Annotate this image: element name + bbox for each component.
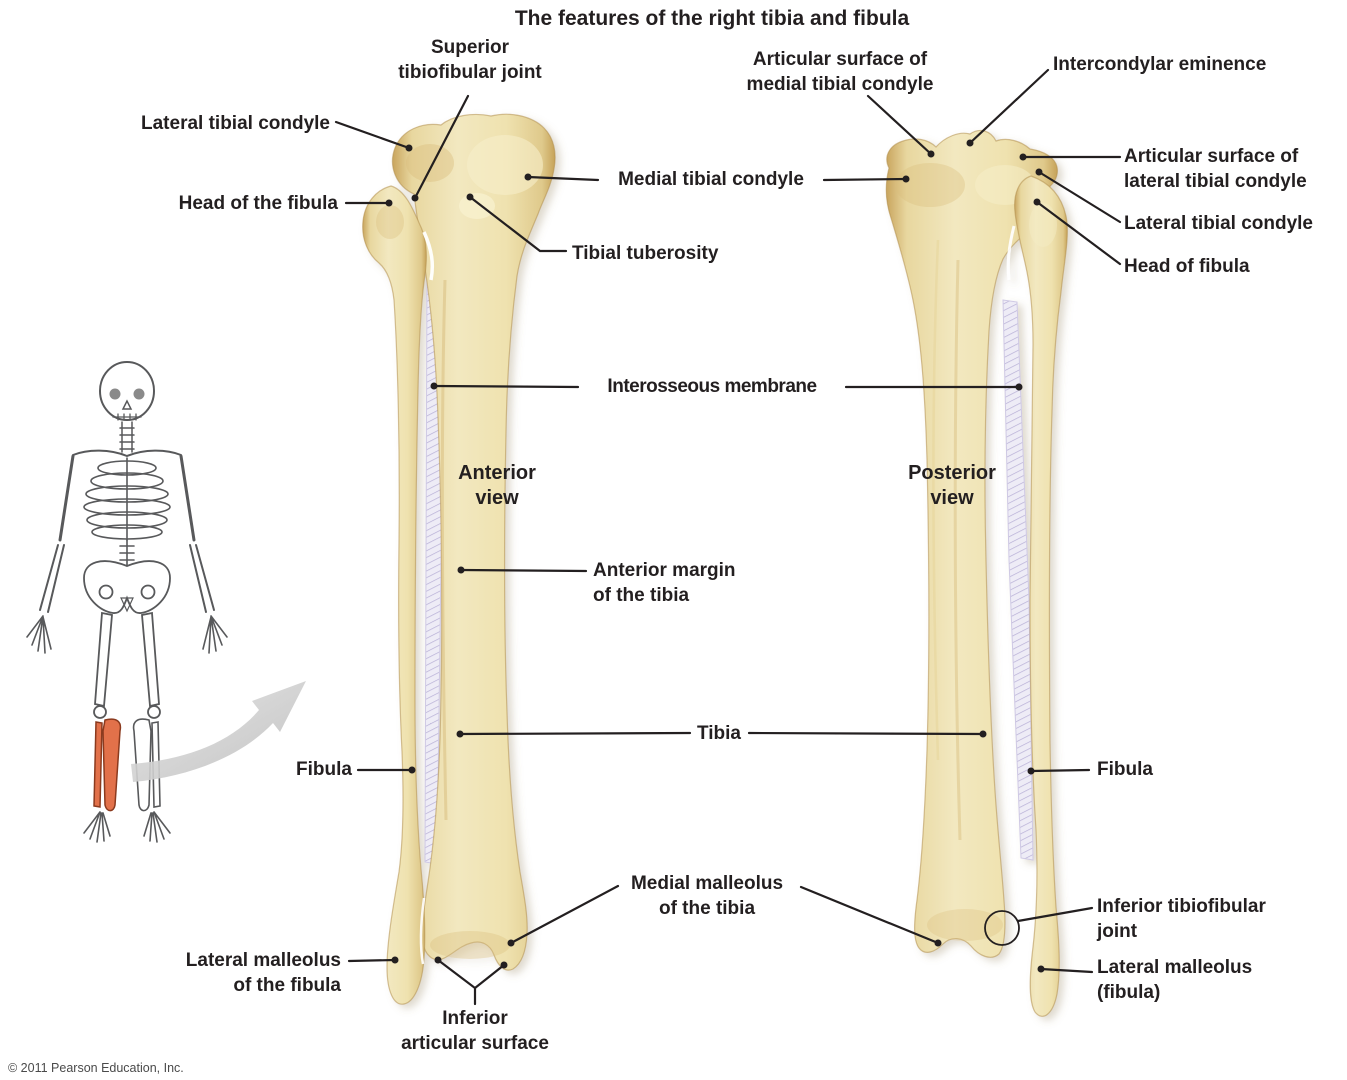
label-articular-surface-medial: Articular surface of medial tibial condy… — [746, 49, 934, 95]
skeleton-pelvis — [83, 560, 171, 614]
skeleton-spine — [119, 539, 135, 567]
figure-title: The features of the right tibia and fibu… — [514, 7, 910, 30]
label-superior-tibiofibular-joint: Superior tibiofibular joint — [398, 37, 542, 83]
label-lateral-malleolus-left: Lateral malleolus of the fibula — [185, 950, 341, 996]
label-medial-malleolus: Medial malleolus of the tibia — [630, 873, 784, 919]
label-interosseous-membrane: Interosseous membrane — [607, 376, 817, 397]
label-fibula-left: Fibula — [296, 759, 352, 780]
joint-gap-highlight-posterior — [1006, 225, 1016, 281]
skeleton-arms — [26, 454, 228, 654]
label-head-of-the-fibula: Head of the fibula — [178, 193, 338, 214]
label-lateral-tibial-condyle-left: Lateral tibial condyle — [141, 113, 330, 134]
label-lateral-malleolus-right: Lateral malleolus (fibula) — [1097, 957, 1253, 1003]
interosseous-membrane-posterior — [1002, 299, 1034, 861]
highlighted-lower-leg — [93, 718, 122, 812]
skeleton-feet — [83, 811, 171, 843]
tibia-anterior — [391, 113, 556, 971]
skeleton-clavicles — [72, 449, 182, 457]
label-posterior-view: Posterior view — [908, 462, 996, 509]
fibula-head-shading — [376, 205, 404, 239]
skeleton-neck — [119, 421, 135, 453]
malleolus-gap-anterior — [419, 897, 426, 965]
fibula-anterior — [362, 185, 427, 1005]
skeleton-femurs — [93, 611, 161, 719]
label-fibula-right: Fibula — [1097, 759, 1153, 780]
label-inferior-articular-surface: Inferior articular surface — [401, 1008, 549, 1054]
skeleton-skull — [99, 361, 155, 421]
fibula-head-shading-posterior — [1029, 203, 1057, 247]
joint-gap-highlight-anterior — [422, 231, 435, 281]
label-tibial-tuberosity: Tibial tuberosity — [572, 243, 719, 264]
tibia-posterior — [885, 129, 1058, 958]
curved-arrow-icon — [131, 681, 306, 782]
label-head-of-fibula-right: Head of fibula — [1124, 256, 1250, 277]
label-intercondylar-eminence: Intercondylar eminence — [1053, 54, 1267, 75]
posterior-view-bones — [885, 129, 1068, 1017]
label-medial-tibial-condyle: Medial tibial condyle — [618, 169, 804, 190]
joint-circle-annotation — [984, 910, 1020, 946]
skeleton-ribcage — [83, 457, 171, 541]
label-inferior-tibiofibular-joint: Inferior tibiofibular joint — [1097, 896, 1266, 942]
anterior-view-bones — [362, 113, 556, 1005]
label-lateral-tibial-condyle-right: Lateral tibial condyle — [1124, 213, 1313, 234]
fibula-posterior — [1014, 175, 1068, 1017]
leader-lines — [334, 68, 1122, 1006]
label-tibia: Tibia — [697, 723, 741, 744]
skeleton-locator-figure — [26, 361, 228, 843]
copyright-notice: © 2011 Pearson Education, Inc. — [8, 1061, 184, 1075]
label-articular-surface-lateral: Articular surface of lateral tibial cond… — [1124, 146, 1307, 192]
label-anterior-view: Anterior view — [458, 462, 536, 509]
label-anterior-margin: Anterior margin of the tibia — [593, 560, 736, 606]
